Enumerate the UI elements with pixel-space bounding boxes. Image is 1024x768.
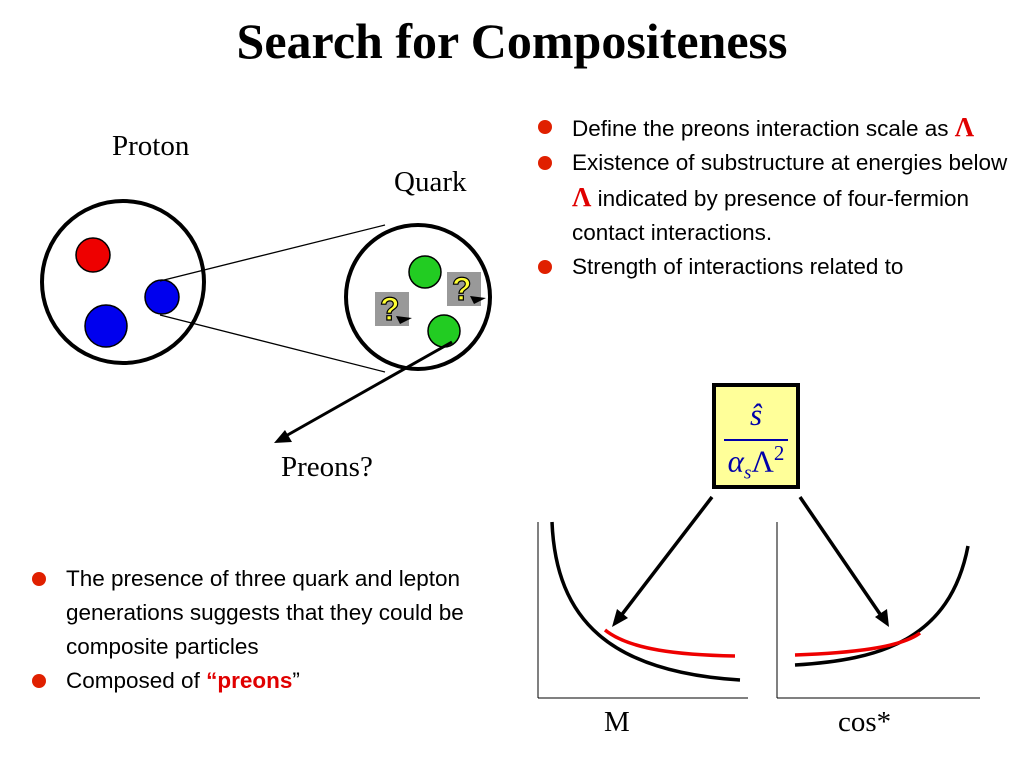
bullet-text: The presence of three quark and lepton g… [66, 566, 464, 659]
bullet-item: Composed of “preons” [32, 664, 512, 698]
bullet-item: Define the preons interaction scale as Λ [538, 110, 1008, 146]
formula-arrow-left [618, 495, 714, 619]
bullet-text: Define the preons interaction scale as [572, 116, 955, 141]
bullet-text: indicated by presence of four-fermion co… [572, 186, 970, 245]
bullet-item: Strength of interactions related to [538, 250, 1008, 284]
bullet-dot-icon [32, 572, 46, 586]
bullet-item: Existence of substructure at energies be… [538, 146, 1008, 250]
bullet-text: ” [292, 668, 300, 693]
red-quark [75, 237, 111, 273]
power-exponent: 2 [773, 441, 785, 465]
mass-sm-curve [550, 521, 741, 682]
slide-title: Search for Compositeness [236, 13, 788, 69]
formula-arrow-left-head [612, 609, 628, 627]
preon-arrow-head [274, 430, 292, 443]
blue-quark-small [144, 279, 180, 315]
formula-fraction-bar [724, 439, 788, 441]
formula-numerator: ŝ [749, 397, 763, 432]
quark-circle [344, 223, 492, 371]
mass-plot [537, 521, 748, 699]
alpha-symbol: α [727, 443, 744, 479]
zoom-line-top [159, 224, 386, 282]
preons-label: Preons? [281, 451, 373, 483]
question-icon: ? [375, 290, 412, 328]
bullet-dot-icon [538, 260, 552, 274]
lambda-symbol: Λ [954, 112, 975, 142]
bullet-text: Strength of interactions related to [572, 254, 904, 279]
formula-arrow-right-head [875, 609, 889, 627]
right-bullet-list: Define the preons interaction scale as Λ… [538, 110, 1008, 284]
bullet-item: The presence of three quark and lepton g… [32, 562, 512, 664]
formula-denominator: αsΛ2 [716, 441, 796, 485]
blue-quark-large [84, 304, 128, 348]
axis-m-label: M [604, 706, 630, 738]
zoom-line-bottom [159, 314, 386, 373]
formula-arrow-right [798, 496, 884, 618]
bullet-dot-icon [538, 120, 552, 134]
lambda-symbol: Λ [751, 443, 774, 479]
angle-plot [776, 522, 980, 699]
preon-bottom [427, 314, 461, 348]
bullet-text: Existence of substructure at energies be… [572, 150, 1008, 175]
angle-contact-curve [794, 631, 922, 657]
preons-emphasis: “preons [206, 668, 293, 693]
question-icon: ? [447, 270, 486, 308]
strength-formula: ŝ αsΛ2 [712, 383, 800, 489]
left-bullet-list: The presence of three quark and lepton g… [32, 562, 512, 698]
alpha-subscript: s [743, 462, 752, 484]
bullet-text: Composed of [66, 668, 207, 693]
question-glyph: ? [452, 271, 472, 307]
lambda-symbol: Λ [572, 182, 592, 212]
preon-arrow-line [283, 340, 453, 439]
proton-label: Proton [112, 130, 190, 162]
mass-contact-curve [603, 628, 736, 658]
preon-top [408, 255, 442, 289]
proton-circle [40, 199, 206, 365]
bullet-dot-icon [538, 156, 552, 170]
quark-label: Quark [394, 166, 467, 198]
bullet-dot-icon [32, 674, 46, 688]
question-glyph: ? [380, 291, 400, 327]
axis-cos-label: cos* [838, 706, 892, 738]
